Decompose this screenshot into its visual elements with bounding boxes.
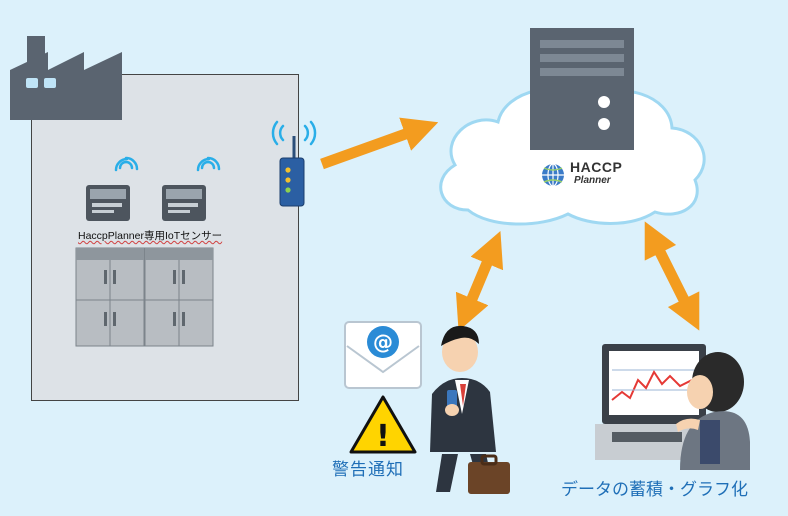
businessman-icon	[430, 325, 510, 494]
warning-exclamation: !	[376, 419, 390, 454]
wifi-icon	[114, 156, 139, 172]
warning-icon: !	[349, 395, 417, 454]
arrow-cloud-alert	[455, 231, 504, 331]
server-icon	[530, 28, 634, 150]
haccp-planner-logo: HACCP Planner	[570, 160, 622, 186]
cloud-icon	[439, 87, 706, 226]
arrow-router-to-cloud	[320, 117, 439, 170]
iot-sensor-icon	[162, 185, 206, 221]
arrow-cloud-monitor	[644, 221, 700, 331]
router-icon	[271, 120, 317, 207]
iot-sensor-icon	[86, 185, 130, 221]
wifi-icon	[196, 156, 221, 172]
factory-icon	[10, 36, 122, 120]
globe-icon	[542, 163, 564, 187]
iot-sensor-label: HaccpPlanner専用IoTセンサー	[78, 230, 223, 242]
logo-line2: Planner	[574, 175, 611, 186]
logo-line1: HACCP	[570, 159, 623, 175]
refrigerator-icon	[144, 247, 214, 347]
worker-icon	[676, 352, 750, 470]
email-at-symbol: @	[373, 330, 393, 354]
email-icon: @	[344, 321, 422, 389]
refrigerator-icon	[75, 247, 145, 347]
data-graph-label: データの蓄積・グラフ化	[561, 480, 748, 500]
alert-notification-label: 警告通知	[332, 460, 404, 480]
